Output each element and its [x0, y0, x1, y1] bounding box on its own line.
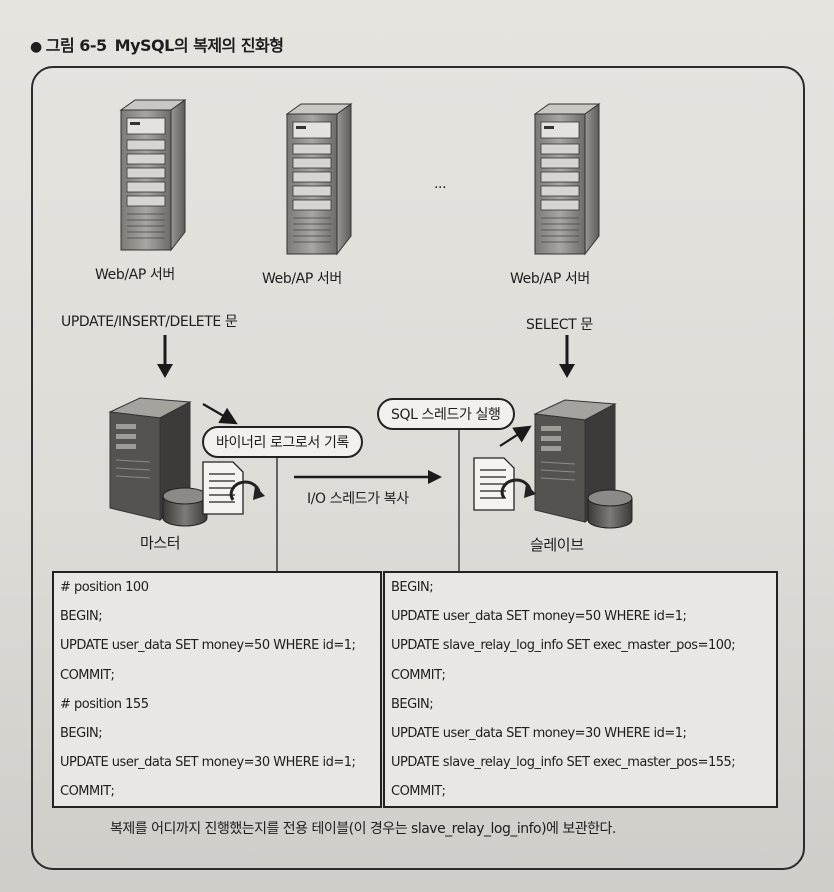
diagram-frame: [31, 66, 805, 870]
master-log-line: BEGIN;: [60, 725, 103, 741]
web-server-3-label: Web/AP 서버: [510, 271, 590, 287]
read-statement-label: SELECT 문: [526, 317, 593, 333]
slave-log-line: COMMIT;: [391, 667, 446, 683]
write-statement-label: UPDATE/INSERT/DELETE 문: [61, 314, 238, 330]
master-log-line: BEGIN;: [60, 609, 103, 625]
web-server-3-icon: [534, 103, 600, 255]
arrow-right-icon: [294, 470, 442, 484]
web-server-1-icon: [120, 99, 186, 251]
web-server-2-icon: [286, 103, 352, 255]
master-log-line: UPDATE user_data SET money=50 WHERE id=1…: [60, 638, 356, 654]
master-log-line: # position 155: [60, 696, 149, 712]
master-db-icon: [162, 487, 208, 527]
slave-log-line: UPDATE user_data SET money=50 WHERE id=1…: [391, 609, 687, 625]
slave-relaylog-box: BEGIN; UPDATE user_data SET money=50 WHE…: [383, 571, 778, 808]
figure-number: 그림 6-5: [45, 36, 107, 55]
slave-log-line: BEGIN;: [391, 580, 434, 595]
slave-log-line: UPDATE slave_relay_log_info SET exec_mas…: [391, 638, 736, 654]
ellipsis: ...: [434, 176, 447, 192]
slave-label: 슬레이브: [530, 536, 584, 554]
master-log-line: COMMIT;: [60, 784, 115, 800]
slave-log-line: COMMIT;: [391, 784, 446, 800]
slave-log-line: UPDATE slave_relay_log_info SET exec_mas…: [391, 755, 736, 771]
diagram-caption: 복제를 어디까지 진행했는지를 전용 테이블(이 경우는 slave_relay…: [110, 821, 616, 837]
io-thread-label: I/O 스레드가 복사: [307, 491, 409, 507]
web-server-2-label: Web/AP 서버: [262, 271, 342, 287]
master-binlog-box: # position 100 BEGIN; UPDATE user_data S…: [52, 571, 382, 808]
binlog-pill: 바이너리 로그로서 기록: [202, 426, 363, 458]
arrow-icon: [499, 425, 532, 447]
figure-title: ●그림 6-5 MySQL의 복제의 진화형: [30, 32, 284, 56]
sql-thread-pill: SQL 스레드가 실행: [377, 398, 515, 430]
arrow-down-icon: [157, 335, 173, 378]
slave-log-line: UPDATE user_data SET money=30 WHERE id=1…: [391, 725, 687, 741]
web-server-1-label: Web/AP 서버: [95, 267, 175, 283]
figure-title-text: MySQL의 복제의 진화형: [114, 36, 284, 55]
master-log-line: # position 100: [60, 580, 149, 595]
master-log-line: COMMIT;: [60, 667, 115, 683]
slave-log-line: BEGIN;: [391, 696, 434, 712]
master-label: 마스터: [140, 534, 181, 552]
arrow-down-icon: [559, 335, 575, 378]
master-log-line: UPDATE user_data SET money=30 WHERE id=1…: [60, 755, 356, 771]
bullet-icon: ●: [30, 39, 42, 55]
slave-db-icon: [587, 489, 633, 529]
master-doc-icon: [202, 461, 244, 515]
arrow-icon: [202, 403, 238, 425]
